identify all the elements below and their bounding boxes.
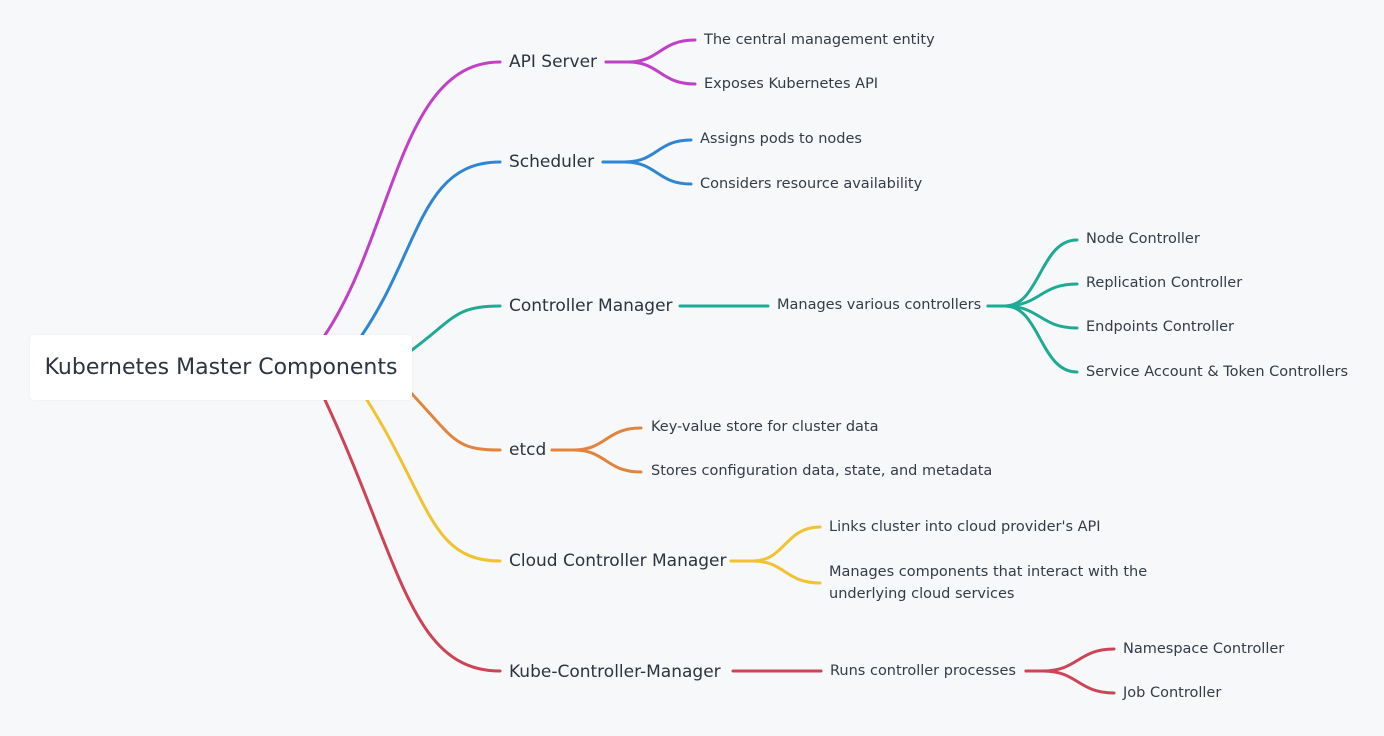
leaf-kube-controller-manager-2[interactable]: Job Controller — [1123, 685, 1222, 701]
leaf-api-server-1[interactable]: The central management entity — [704, 32, 935, 48]
connector-etcd-leaf-1 — [550, 426, 643, 452]
branch-scheduler[interactable]: Scheduler — [509, 152, 595, 172]
leaf-cloud-controller-manager-2[interactable]: Manages components that interact with th… — [829, 564, 1148, 602]
branch-etcd[interactable]: etcd — [509, 440, 547, 460]
connector-root-controller-manager — [410, 304, 502, 352]
leaf-controller-manager-2[interactable]: Replication Controller — [1086, 275, 1243, 291]
sub-kube-controller-manager[interactable]: Runs controller processes — [830, 663, 1016, 679]
connector-scheduler-leaf-2 — [601, 160, 693, 186]
branch-kube-controller-manager[interactable]: Kube-Controller-Manager — [509, 662, 721, 682]
connector-cm-sub-leaf-1 — [986, 238, 1079, 308]
connector-ccm-leaf-2 — [729, 559, 822, 585]
leaf-scheduler-1[interactable]: Assigns pods to nodes — [700, 131, 862, 147]
connector-kcm-sub-leaf-1 — [1024, 647, 1116, 673]
connector-cm-sub-leaf-4 — [986, 304, 1079, 374]
leaf-controller-manager-4[interactable]: Service Account & Token Controllers — [1086, 364, 1349, 380]
connector-api-server-leaf-1 — [604, 38, 697, 64]
sub-controller-manager[interactable]: Manages various controllers — [777, 297, 982, 313]
connector-kcm-sub-leaf-2 — [1024, 669, 1116, 695]
leaf-api-server-2[interactable]: Exposes Kubernetes API — [704, 76, 879, 92]
leaf-scheduler-2[interactable]: Considers resource availability — [700, 176, 923, 192]
connector-root-api-server — [323, 60, 502, 337]
leaf-etcd-2[interactable]: Stores configuration data, state, and me… — [651, 463, 993, 479]
leaf-cloud-controller-manager-1[interactable]: Links cluster into cloud provider's API — [829, 519, 1101, 535]
connector-root-cloud-controller-manager — [365, 398, 502, 563]
leaf-kube-controller-manager-1[interactable]: Namespace Controller — [1123, 641, 1285, 657]
branch-api-server[interactable]: API Server — [509, 52, 598, 72]
connector-root-etcd — [410, 392, 502, 452]
connector-api-server-leaf-2 — [604, 60, 697, 86]
connector-root-scheduler — [360, 160, 502, 337]
connector-etcd-leaf-2 — [550, 448, 643, 474]
branch-controller-manager[interactable]: Controller Manager — [509, 296, 673, 316]
root-node-label: Kubernetes Master Components — [44, 355, 398, 380]
leaf-controller-manager-1[interactable]: Node Controller — [1086, 231, 1200, 247]
connector-scheduler-leaf-1 — [601, 138, 693, 164]
leaf-controller-manager-3[interactable]: Endpoints Controller — [1086, 319, 1235, 335]
leaf-etcd-1[interactable]: Key-value store for cluster data — [651, 419, 879, 435]
root-node[interactable]: Kubernetes Master Components — [30, 335, 412, 400]
connector-ccm-leaf-1 — [729, 525, 822, 563]
branch-cloud-controller-manager[interactable]: Cloud Controller Manager — [509, 551, 727, 571]
connector-root-kube-controller-manager — [323, 398, 502, 673]
